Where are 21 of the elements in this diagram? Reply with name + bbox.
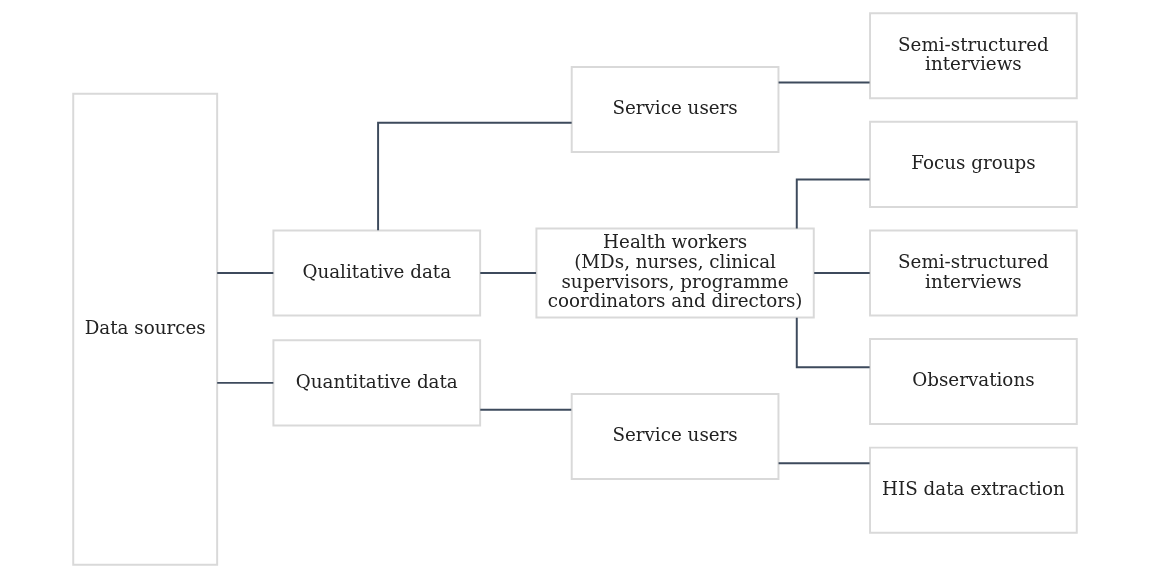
- node-box: Health workers (MDs, nurses, clinical supervisors, programme coordinators and directors): [535, 227, 815, 319]
- node-box: Observations: [869, 338, 1078, 426]
- node-box: Semi-structured interviews: [869, 12, 1078, 100]
- node-box: Focus groups: [869, 120, 1078, 208]
- node-box: Semi-structured interviews: [869, 229, 1078, 317]
- node-box: HIS data extraction: [869, 446, 1078, 534]
- connector: [216, 381, 275, 384]
- node-box: Service users: [570, 65, 780, 153]
- connector: [216, 272, 275, 274]
- connector: [777, 81, 871, 84]
- node-box: Data sources: [72, 92, 219, 566]
- node-box: Service users: [570, 393, 780, 481]
- connector: [795, 316, 871, 369]
- connector: [479, 408, 573, 411]
- connector: [795, 178, 871, 230]
- connector: [777, 462, 871, 465]
- node-box: Qualitative data: [272, 229, 482, 317]
- node-box: Quantitative data: [272, 339, 482, 427]
- connector: [479, 272, 538, 274]
- connector: [377, 121, 573, 232]
- connector: [813, 272, 871, 274]
